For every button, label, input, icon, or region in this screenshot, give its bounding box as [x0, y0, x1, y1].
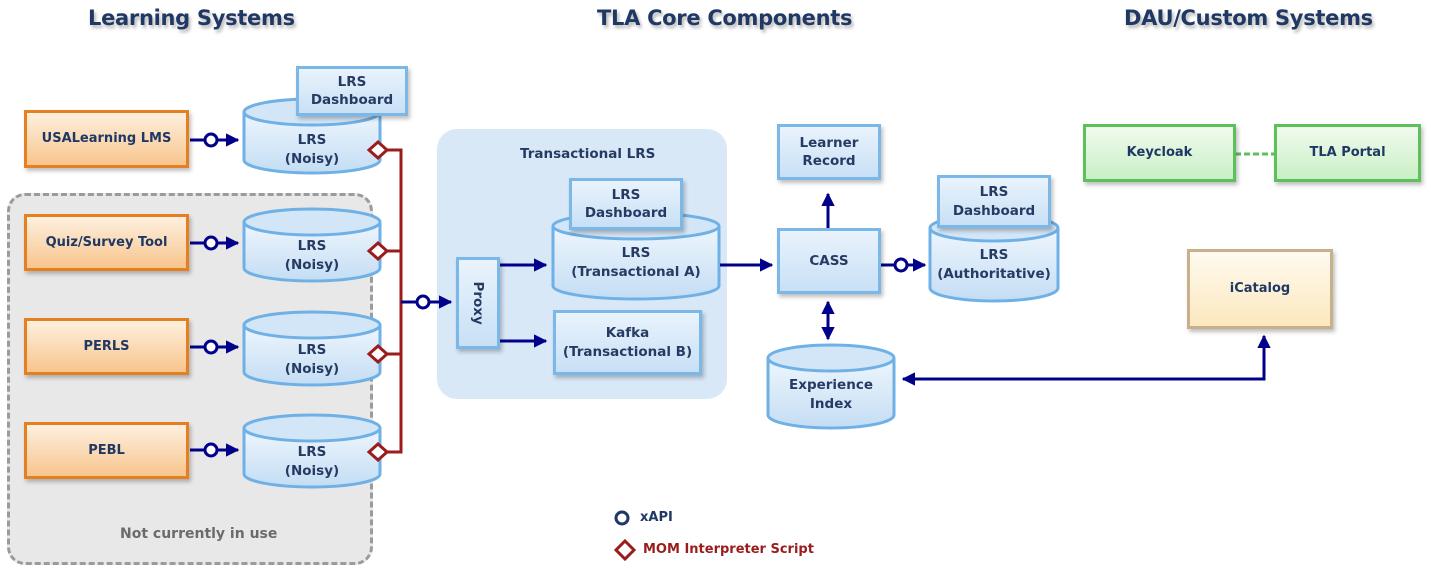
- lrs-dashboard-authoritative[interactable]: LRS Dashboard: [937, 175, 1051, 228]
- xapi-circle-icon: [203, 442, 219, 458]
- mom-diamond-icon: [366, 139, 390, 161]
- section-title-learning-systems: Learning Systems: [88, 6, 295, 30]
- cylinder-lrs-noisy-4: [242, 413, 382, 489]
- not-in-use-label: Not currently in use: [120, 526, 278, 542]
- mom-diamond-icon: [366, 441, 390, 463]
- cylinder-lrs-noisy-2: [242, 207, 382, 283]
- lrs-dashboard-noisy[interactable]: LRS Dashboard: [296, 66, 408, 116]
- mom-diamond-icon: [366, 343, 390, 365]
- lrs-noisy-label[interactable]: LRS (Noisy): [284, 132, 340, 167]
- learning-system-usalearning-lms[interactable]: USALearning LMS: [24, 110, 189, 168]
- learning-system-pebl[interactable]: PEBL: [24, 422, 189, 479]
- legend-mom-label: MOM Interpreter Script: [643, 542, 814, 557]
- keycloak-box[interactable]: Keycloak: [1083, 124, 1236, 182]
- mom-diamond-icon: [366, 240, 390, 262]
- xapi-circle-icon: [203, 235, 219, 251]
- xapi-circle-icon: [893, 257, 909, 273]
- kafka-transactional-b[interactable]: Kafka (Transactional B): [553, 310, 702, 375]
- transactional-lrs-title: Transactional LRS: [520, 146, 656, 162]
- lrs-authoritative-label[interactable]: LRS (Authoritative): [937, 247, 1051, 282]
- cylinder-lrs-noisy-3: [242, 310, 382, 387]
- arrow-icatalog-experience-index: [901, 334, 1271, 386]
- lrs-noisy-label[interactable]: LRS (Noisy): [284, 238, 340, 273]
- lrs-dashboard-transactional[interactable]: LRS Dashboard: [569, 178, 683, 230]
- tla-portal-box[interactable]: TLA Portal: [1274, 124, 1421, 182]
- section-title-core-components: TLA Core Components: [597, 6, 853, 30]
- learning-system-quiz-survey-tool[interactable]: Quiz/Survey Tool: [24, 214, 189, 271]
- mom-bus: [380, 148, 403, 454]
- cass-box[interactable]: CASS: [777, 228, 881, 294]
- section-title-custom-systems: DAU/Custom Systems: [1124, 6, 1373, 30]
- learning-system-perls[interactable]: PERLS: [24, 318, 189, 375]
- lrs-transactional-a-label[interactable]: LRS (Transactional A): [571, 245, 701, 280]
- cylinder-experience-index: [766, 343, 896, 430]
- proxy-label: Proxy: [470, 281, 487, 325]
- proxy-box[interactable]: Proxy: [456, 257, 500, 349]
- xapi-circle-icon: [203, 132, 219, 148]
- xapi-circle-icon: [203, 339, 219, 355]
- lrs-noisy-label[interactable]: LRS (Noisy): [284, 444, 340, 479]
- xapi-circle-icon: [415, 294, 431, 310]
- legend-mom-icon: [613, 538, 637, 562]
- lrs-noisy-label[interactable]: LRS (Noisy): [284, 342, 340, 377]
- learner-record-box[interactable]: Learner Record: [777, 124, 881, 180]
- experience-index-label[interactable]: Experience Index: [789, 377, 873, 412]
- legend-xapi-icon: [614, 510, 630, 526]
- legend-xapi-label: xAPI: [640, 510, 673, 525]
- icatalog-box[interactable]: iCatalog: [1187, 249, 1333, 329]
